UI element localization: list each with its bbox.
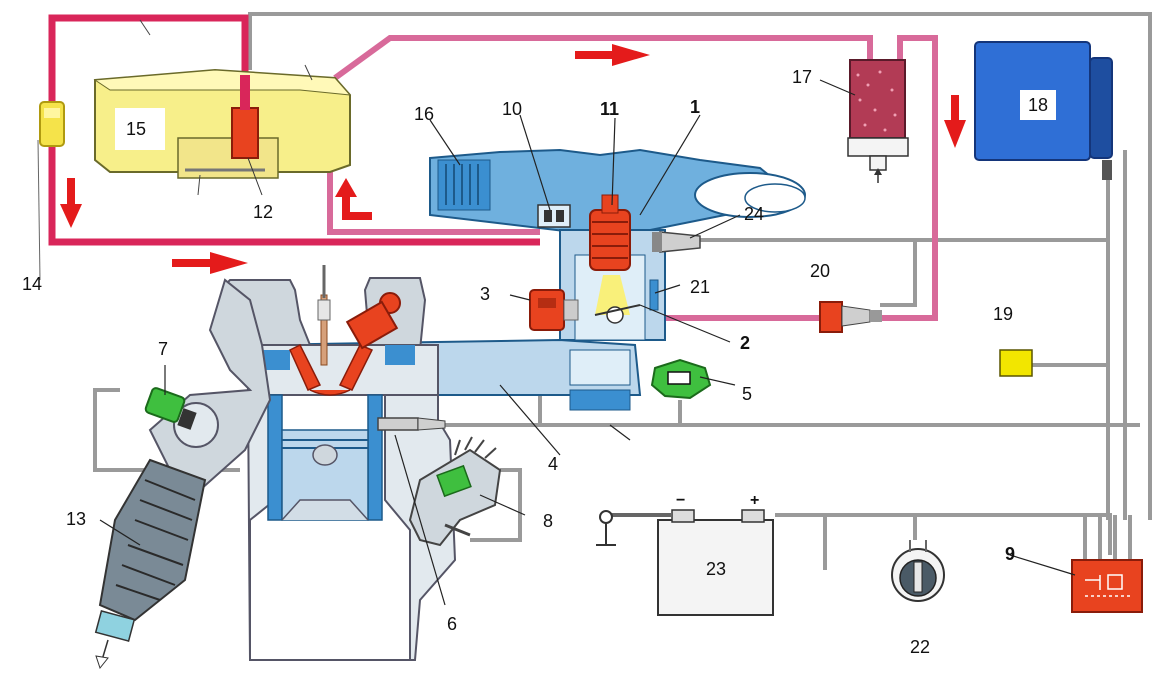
label-6: 6 [447,614,458,634]
fuel-vapor-line [333,35,938,321]
label-12: 12 [253,202,274,222]
pressure-sensor [650,358,712,400]
callout-lines [99,79,1076,606]
label-16: 16 [414,104,435,124]
purge-valve [819,301,882,333]
label-9: 9 [1005,544,1016,564]
arrow-right-icon [172,252,248,274]
arrow-down-icon [60,178,82,228]
coolant-temp-sensor [377,417,446,431]
arrow-down-icon [944,95,966,148]
temperature-sensor [652,231,701,253]
label-2: 2 [740,333,751,353]
ignition-distributor [408,436,502,547]
battery-minus-terminal: − [676,492,686,509]
label-1: 1 [690,97,701,117]
label-3: 3 [480,284,491,304]
battery-plus-terminal: + [750,492,760,509]
arrow-right-icon [575,44,650,66]
fuel-return-line [327,170,540,235]
arrow-up-turn-icon [335,178,372,220]
fuel-filter [37,101,65,281]
fuel-lines [48,14,938,321]
label-14: 14 [22,274,43,294]
label-24: 24 [744,204,765,224]
label-4: 4 [548,454,559,474]
fuel-pump-relay [1071,559,1143,613]
pressure-regulator [537,204,571,228]
fuel-pump [231,75,263,196]
fuel-injector [589,194,631,271]
label-13: 13 [66,509,87,529]
label-19: 19 [993,304,1014,324]
label-22: 22 [910,637,931,657]
label-8: 8 [543,511,554,531]
fuel-tank [93,19,352,196]
label-23: 23 [706,559,727,579]
oxygen-sensor [144,387,197,430]
battery [596,509,774,616]
fuel-supply-line [48,14,540,246]
label-10: 10 [502,99,523,119]
label-5: 5 [742,384,753,404]
label-17: 17 [792,67,813,87]
wiring-harness [93,12,1152,570]
catalytic-converter [94,458,207,670]
idle-actuator [529,289,579,331]
label-20: 20 [810,261,831,281]
label-7: 7 [158,339,169,359]
label-11: 11 [600,99,620,119]
label-21: 21 [690,277,711,297]
flow-arrows [60,44,966,274]
label-18: 18 [1020,90,1057,120]
label-15: 15 [126,119,147,139]
altitude-sensor [999,349,1033,377]
ignition-switch [891,540,945,602]
charcoal-canister [847,59,909,183]
